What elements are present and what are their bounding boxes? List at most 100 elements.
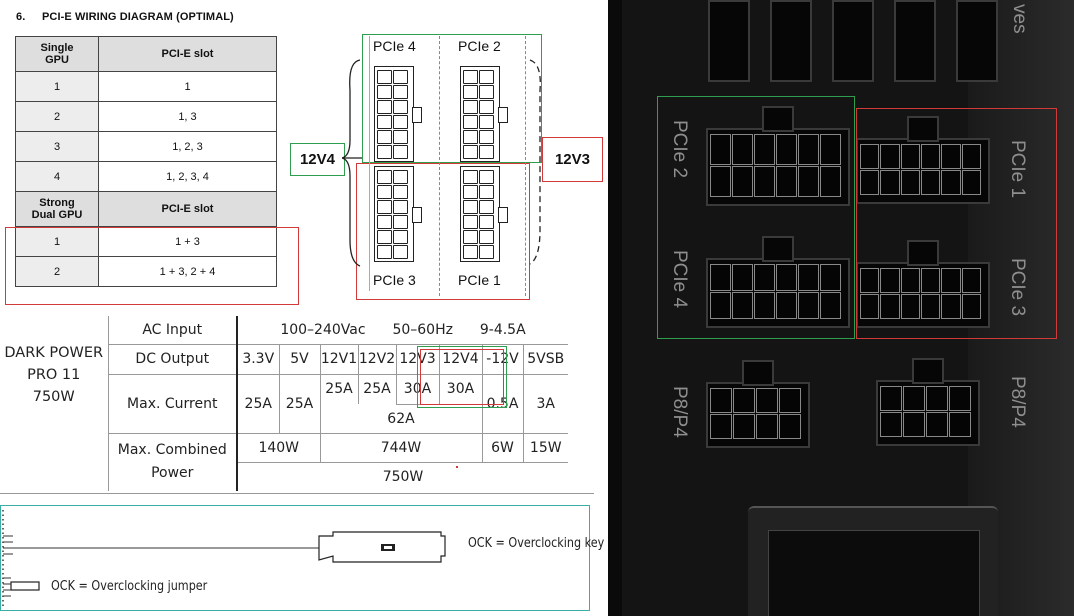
ock-drawing	[2, 510, 446, 608]
gpu-count: 1	[15, 71, 99, 102]
current-value: 0.5A	[481, 374, 523, 434]
ac-voltage: 100–240Vac	[280, 321, 366, 338]
connector-pin	[393, 245, 408, 259]
photo-connector-pin	[732, 292, 753, 319]
photo-label-pcie2: PCIe 2	[669, 120, 690, 179]
photo-connector-pin	[961, 294, 981, 319]
photo-bottom-port-inner	[768, 530, 980, 616]
photo-connector-pin	[710, 414, 732, 439]
model-line: DARK POWER	[4, 344, 104, 361]
connector-pin	[377, 115, 392, 129]
photo-connector-pin	[820, 264, 841, 291]
photo-connector-pin	[754, 292, 775, 319]
connector-ticks	[3, 535, 13, 597]
connector-pin	[377, 130, 392, 144]
total-power-row: 750W	[0, 462, 568, 491]
connector-pin	[479, 245, 494, 259]
photo-connector-pin	[926, 386, 948, 411]
power-value: 744W	[319, 433, 482, 463]
slot-divider	[369, 36, 370, 291]
photo-connector-pin	[941, 294, 961, 319]
current-value: 25A	[357, 374, 396, 404]
photo-connector-pin	[776, 264, 797, 291]
ock-diagram: OCK = Overclocking key OCK = Overclockin…	[0, 505, 604, 611]
photo-red-box	[856, 108, 1057, 339]
connector-pin	[463, 70, 478, 84]
pcie2-label: PCIe 2	[458, 38, 501, 54]
rail-label: 3.3V	[236, 344, 279, 375]
model-line: PRO 11	[27, 366, 81, 383]
photo-connector-pin	[880, 412, 902, 437]
section-number: 6.	[16, 11, 26, 23]
connector-pin	[377, 70, 392, 84]
photo-connector-pin	[798, 134, 819, 165]
photo-top-slot	[956, 0, 998, 82]
connector-pin	[479, 170, 494, 184]
max-power-label-line: Power	[151, 465, 194, 482]
photo-connector-latch	[912, 358, 944, 384]
wiring-braces	[342, 59, 541, 267]
photo-label-p8p4-left: P8/P4	[669, 386, 690, 438]
connector-pin	[377, 230, 392, 244]
ac-input-row: DARK POWER PRO 11 750W AC Input 100–240V…	[0, 316, 568, 405]
photo-connector-pin	[880, 170, 900, 195]
connector-latch	[412, 107, 422, 123]
photo-connector-pin	[756, 388, 778, 413]
photo-connector-pin	[949, 412, 971, 437]
connector-pin	[393, 230, 408, 244]
connector-pin	[463, 230, 478, 244]
connector-pin	[393, 170, 408, 184]
photo-connector-pin	[961, 268, 981, 293]
ac-input-values: 100–240Vac 50–60Hz 9-4.5A	[236, 316, 568, 345]
combined-current-row: 62A	[0, 404, 568, 434]
connector-pin	[479, 115, 494, 129]
connector-pin	[377, 170, 392, 184]
photo-connector-latch	[762, 106, 794, 132]
power-value: 140W	[236, 433, 320, 463]
dc-output-row: DC Output 3.3V 5V 12V1 12V2 12V3 12V4 -1…	[0, 344, 568, 375]
photo-connector-pin	[776, 166, 797, 197]
photo-connector-pin	[941, 144, 961, 169]
connector-pin	[463, 100, 478, 114]
section-title: PCI-E WIRING DIAGRAM (OPTIMAL)	[42, 11, 234, 23]
slot-list: 1, 3	[98, 101, 277, 132]
slot-list: 1, 2, 3	[98, 131, 277, 162]
rail-label: 5VSB	[522, 344, 568, 375]
ac-current: 9-4.5A	[479, 321, 526, 338]
slot-header-cell: PCI-E slot	[98, 191, 277, 227]
12v3-12v4-red-box	[420, 349, 504, 405]
photo-connector-pin	[961, 170, 981, 195]
ac-frequency: 50–60Hz	[392, 321, 453, 338]
photo-connector-pin	[754, 264, 775, 291]
connector-pin	[463, 145, 478, 159]
photo-connector-pin	[900, 294, 920, 319]
connector-pin	[393, 115, 408, 129]
photo-connector-pin	[903, 386, 925, 411]
pcie-wiring-diagram: 12V4 12V3 PCIe 4 PCIe 2 PCIe 3 PCIe 1	[288, 30, 604, 302]
12v3-12v4-green-box	[417, 346, 507, 408]
photo-connector-pin	[798, 166, 819, 197]
current-value: 25A	[319, 374, 358, 404]
connector-pin	[463, 85, 478, 99]
photo-connector-pin	[776, 292, 797, 319]
max-current-label: Max. Current	[107, 374, 237, 434]
photo-connector-pin	[756, 414, 778, 439]
photo-connector-pin	[710, 166, 731, 197]
photo-connector-pin	[820, 166, 841, 197]
ock-key-label: OCK = Overclocking key	[468, 536, 605, 551]
connector-latch	[412, 207, 422, 223]
current-combined-value: 62A	[319, 404, 482, 434]
photo-top-slot	[708, 0, 750, 82]
total-power-value: 750W	[236, 462, 568, 491]
connector-pin	[377, 200, 392, 214]
photo-frame-edge	[608, 0, 622, 616]
connector-latch	[498, 107, 508, 123]
photo-connector-pin	[880, 144, 900, 169]
dc-output-label: DC Output	[107, 344, 237, 375]
